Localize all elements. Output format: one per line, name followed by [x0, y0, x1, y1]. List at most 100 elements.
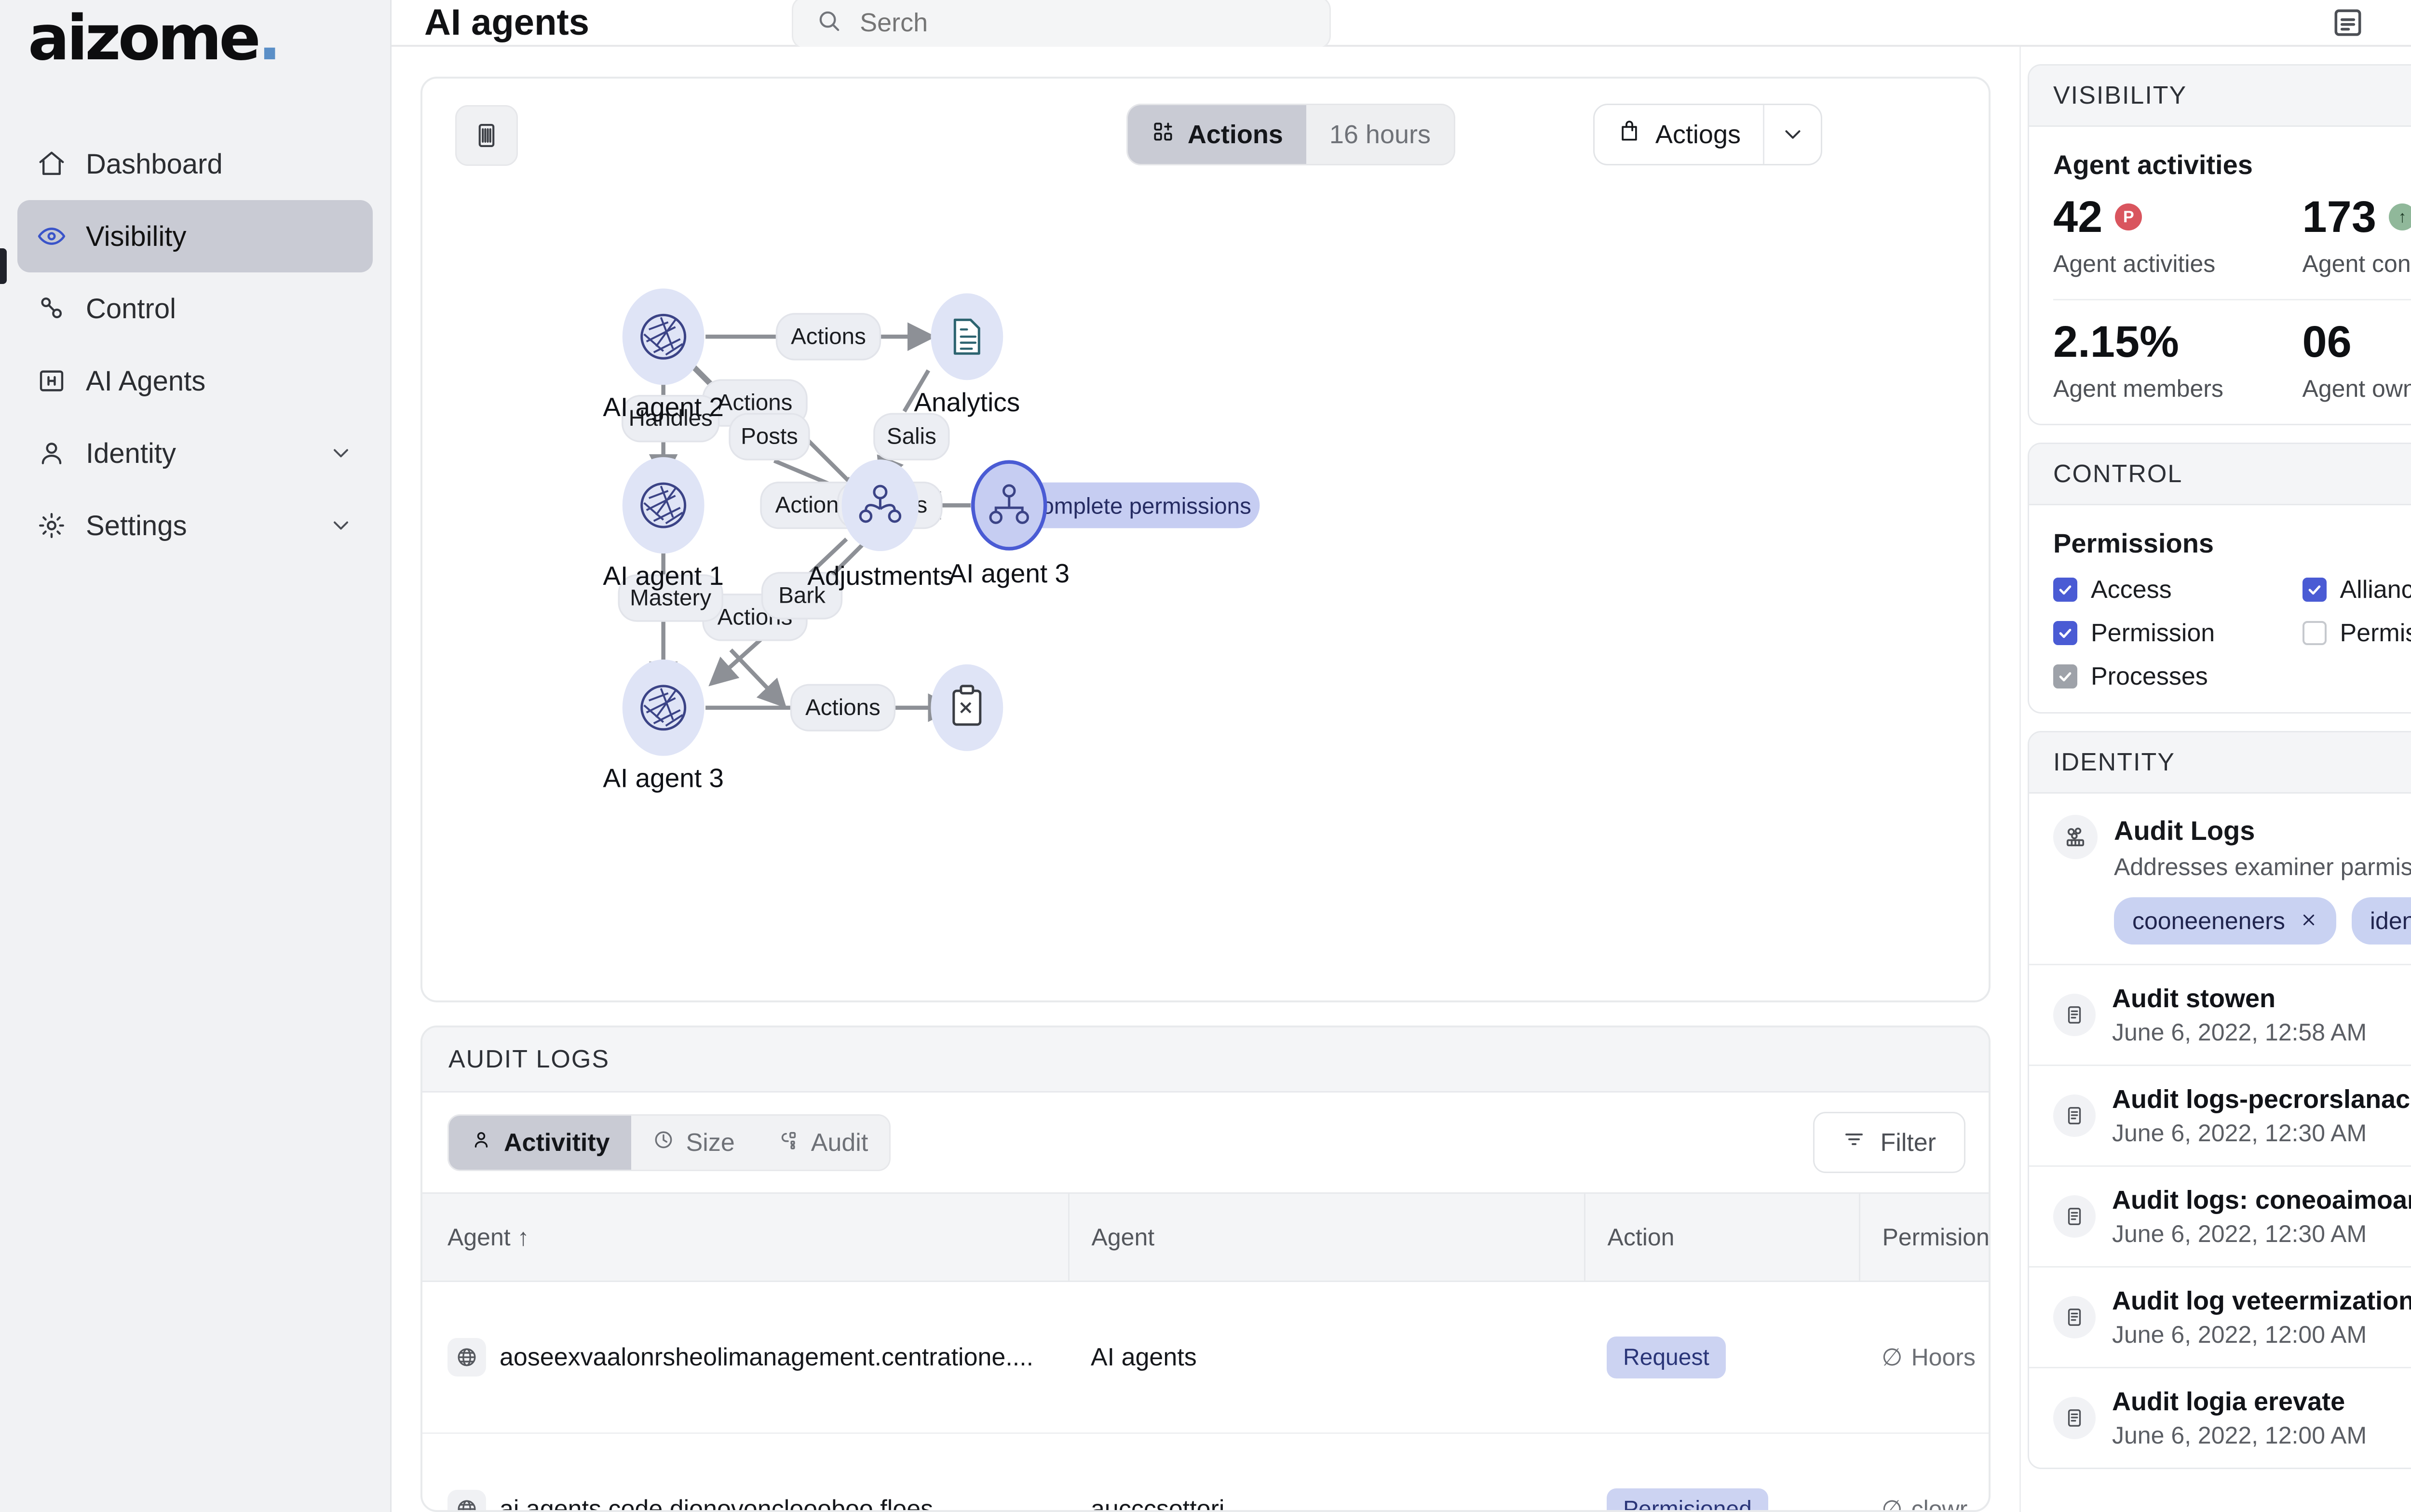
checkbox-alliance[interactable]: Alliance	[2302, 575, 2411, 604]
actiogs-split-button: Actiogs	[1593, 104, 1822, 165]
edge-label[interactable]: Bark	[761, 572, 843, 620]
node-label: Analytics	[914, 387, 1020, 417]
sidebar-item-control[interactable]: Control	[17, 272, 373, 345]
segment-actions[interactable]: Actions	[1127, 105, 1306, 164]
checkbox-box[interactable]	[2053, 578, 2077, 602]
graph-node-adjustments[interactable]: Adjustments	[807, 459, 953, 591]
tab-audit[interactable]: Audit	[756, 1116, 890, 1170]
actiogs-button[interactable]: Actiogs	[1595, 105, 1763, 164]
sidebar-item-identity[interactable]: Identity	[17, 417, 373, 489]
edge-label[interactable]: Salis	[873, 413, 950, 460]
content-split: Actions 16 hours Actiogs	[392, 47, 2411, 1512]
edge-label[interactable]: Posts	[729, 413, 810, 460]
edge-label[interactable]: Handles	[621, 394, 720, 443]
list-item-title: Audit logs: coneoaimoarting les...	[2112, 1186, 2411, 1215]
list-item-date: June 6, 2022, 12:58 AM	[2112, 1019, 2367, 1046]
list-item[interactable]: Audit logia erevate June 6, 2022, 12:00 …	[2029, 1368, 2411, 1468]
tab-activity[interactable]: Activitity	[449, 1115, 631, 1170]
search-box[interactable]	[792, 0, 1331, 49]
stat-agent-owned: 06 Agent owned	[2303, 320, 2411, 403]
node-label: Adjustments	[807, 561, 953, 591]
permissions-grid: Access Permission Processes	[2053, 575, 2411, 691]
graph-node-agent1[interactable]: AI agent 1	[603, 457, 724, 591]
sidebar-item-label: Settings	[86, 510, 187, 541]
column-header-agent-path[interactable]: Agent ↑	[422, 1192, 1069, 1282]
checkbox-box[interactable]	[2302, 621, 2327, 645]
list-item[interactable]: Audit stowen June 6, 2022, 12:58 AM	[2029, 965, 2411, 1066]
brand-logo[interactable]: aizome.	[0, 0, 390, 77]
node-label: AI agent 3	[948, 558, 1070, 588]
brain-network-icon	[640, 313, 687, 360]
chip-identity[interactable]: identity	[2351, 897, 2411, 945]
checkbox-permission[interactable]: Permission	[2053, 619, 2303, 648]
audit-logs-title: AUDIT LOGS	[422, 1027, 1989, 1093]
cell-agent-path: aoseexvaalonrsheolimanagement.centration…	[422, 1281, 1069, 1434]
audit-logs-card: AUDIT LOGS Activitity	[420, 1026, 1991, 1512]
identity-panel-title: IDENTITY	[2029, 732, 2411, 794]
graph-node-agent2[interactable]: AI agent 2	[603, 288, 724, 422]
complete-permissions-callout[interactable]: Complete permissions	[912, 482, 1260, 528]
sidebar-item-settings[interactable]: Settings	[17, 489, 373, 562]
search-input[interactable]	[860, 7, 1308, 38]
checkbox-box[interactable]	[2302, 578, 2327, 602]
identity-header-item[interactable]: Audit Logs Addresses examiner parmission…	[2029, 794, 2411, 964]
chevron-down-icon[interactable]	[328, 441, 353, 466]
segment-16-hours[interactable]: 16 hours	[1306, 105, 1454, 164]
table-row[interactable]: aoseexvaalonrsheolimanagement.centration…	[422, 1281, 1989, 1434]
sidebar-item-ai-agents[interactable]: AI Agents	[17, 345, 373, 417]
log-icon	[2053, 1094, 2096, 1137]
chevron-down-icon[interactable]	[328, 513, 353, 538]
graph-card: Actions 16 hours Actiogs	[420, 77, 1991, 1002]
notes-icon[interactable]	[2329, 4, 2367, 41]
divider	[2053, 299, 2411, 300]
list-item-date: June 6, 2022, 12:30 AM	[2112, 1120, 2367, 1147]
chip-cooneeneners[interactable]: cooneeneners	[2114, 897, 2336, 945]
filter-button[interactable]: Filter	[1813, 1112, 1965, 1173]
column-header-agent[interactable]: Agent	[1068, 1192, 1585, 1282]
column-header-action[interactable]: Action	[1584, 1192, 1859, 1282]
edge-label[interactable]: Actions	[790, 684, 896, 732]
edge-label[interactable]: Mastery	[618, 574, 723, 622]
list-item[interactable]: Audit logs: coneoaimoarting les... June …	[2029, 1167, 2411, 1268]
edge-label[interactable]: Actions	[702, 379, 808, 427]
chevron-down-icon[interactable]	[1763, 105, 1821, 164]
audit-icon	[777, 1128, 799, 1157]
checkbox-access[interactable]: Access	[2053, 575, 2303, 604]
home-icon	[37, 149, 67, 179]
svg-text:Posts: Posts	[741, 424, 798, 449]
hierarchy-icon	[859, 485, 902, 523]
sidebar-item-label: Dashboard	[86, 148, 223, 180]
sidebar-item-label: Control	[86, 293, 176, 324]
table-row[interactable]: ai.agents.code.dionovoncloooboo.floes au…	[422, 1433, 1989, 1510]
graph-node-agent3-bottom[interactable]: AI agent 3	[603, 659, 724, 793]
checkbox-box[interactable]	[2053, 621, 2077, 645]
list-item[interactable]: Audit logs-pecrorslanacirt.ton. a... Jun…	[2029, 1066, 2411, 1167]
graph-node-agent3-highlight[interactable]: AI agent 3	[948, 460, 1070, 588]
column-header-permission[interactable]: Permision	[1858, 1192, 1989, 1282]
checkbox-box[interactable]	[2053, 664, 2077, 688]
brand-dot: .	[257, 2, 282, 74]
cell-action: Request	[1585, 1281, 1859, 1434]
list-item-date: June 6, 2022, 12:00 AM	[2112, 1321, 2367, 1348]
sidebar-nav: Dashboard Visibility Control AI Agents	[0, 128, 390, 562]
table-header-row: Agent ↑ Agent Action Permision Last modi…	[422, 1192, 1989, 1282]
grid-view-icon[interactable]	[455, 105, 518, 166]
checkbox-processes[interactable]: Processes	[2053, 662, 2303, 691]
close-icon[interactable]	[2300, 907, 2318, 935]
control-panel-title: CONTROL	[2029, 444, 2411, 505]
checkbox-permissions[interactable]: Permissions	[2302, 619, 2411, 648]
globe-icon	[447, 1338, 486, 1377]
agent-graph[interactable]: Complete permissions Actions Actions Act…	[422, 165, 1989, 985]
sidebar-item-visibility[interactable]: Visibility	[17, 200, 373, 272]
graph-node-analytics[interactable]: Analytics	[914, 293, 1020, 417]
trend-up-icon: ↑	[2389, 203, 2411, 230]
list-item[interactable]: Audit log veteermization June 6, 2022, 1…	[2029, 1268, 2411, 1368]
chip-label: identity	[2370, 907, 2411, 934]
graph-node-clipboard[interactable]	[931, 664, 1003, 751]
stats-row-bottom: 2.15% Agent members 06 Agent owned	[2053, 320, 2411, 403]
edge-label[interactable]: Actions	[775, 313, 881, 361]
tab-size[interactable]: Size	[631, 1116, 756, 1170]
svg-text:Bark: Bark	[778, 582, 826, 608]
sidebar-item-dashboard[interactable]: Dashboard	[17, 128, 373, 200]
log-icon	[2053, 994, 2096, 1036]
